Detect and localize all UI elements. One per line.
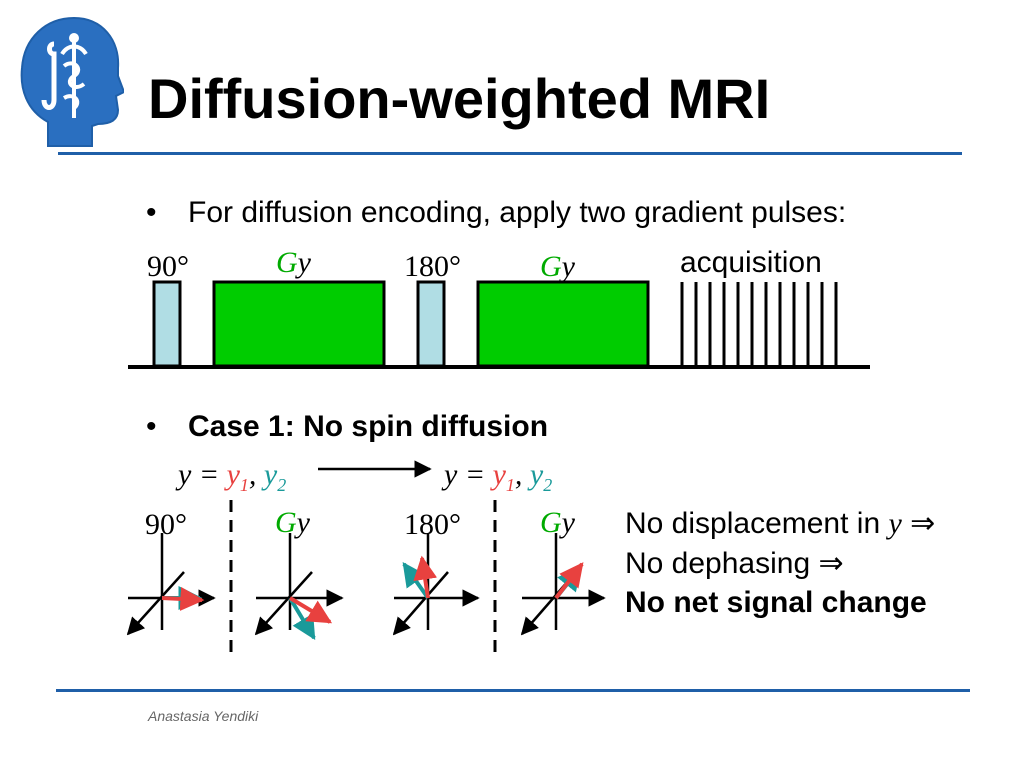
phase-equation-before: y = y1, y2: [178, 458, 287, 495]
spin-diagram-4: [520, 533, 606, 636]
g-symbol: G: [276, 246, 298, 279]
acquisition-lines: [680, 282, 838, 366]
g-symbol: G: [540, 250, 562, 283]
conclusion-line-1: No displacement in y ⇒: [625, 507, 936, 540]
pulse-sequence-diagram: [128, 280, 870, 369]
gradient-gy-label: Gy: [540, 250, 575, 284]
gradient-pulse-2: [476, 280, 650, 368]
bullet-text: Case 1: No spin diffusion: [188, 410, 549, 443]
conclusion-line-2: No dephasing ⇒: [625, 547, 844, 580]
step-gy-label: Gy: [540, 506, 575, 539]
acquisition-label: acquisition: [680, 246, 822, 279]
slicer-logo-icon: [20, 16, 124, 147]
gradient-gy-label: Gy: [276, 246, 311, 280]
y-symbol: y: [297, 246, 311, 279]
step-90-label: 90°: [145, 508, 187, 541]
step-180-label: 180°: [404, 508, 461, 541]
gradient-pulse-1: [212, 280, 386, 368]
spin-diagram-1: [126, 533, 216, 636]
spin-diagram-2: [254, 533, 344, 641]
rf-90-label: 90°: [147, 250, 189, 283]
footer-rule: [56, 689, 970, 692]
spin-diagram-3: [392, 533, 480, 636]
title-rule: [58, 152, 962, 155]
bullet-text: For diffusion encoding, apply two gradie…: [188, 196, 847, 229]
bullet-item: • Case 1: No spin diffusion: [146, 410, 548, 444]
bullet-item: • For diffusion encoding, apply two gradi…: [146, 196, 846, 230]
step-gy-label: Gy: [275, 506, 310, 539]
slide-title: Diffusion-weighted MRI: [148, 67, 771, 130]
bullet-dot-icon: •: [146, 196, 157, 229]
bullet-dot-icon: •: [146, 410, 157, 443]
implies-icon: ⇒: [818, 547, 844, 580]
rf-180-pulse: [416, 280, 446, 368]
implies-icon: ⇒: [910, 507, 936, 540]
phase-equation-after: y = y1, y2: [444, 458, 553, 495]
spin-vector-diagrams: [126, 460, 606, 656]
author-footer: Anastasia Yendiki: [148, 708, 259, 724]
conclusion-line-3: No net signal change: [625, 586, 927, 619]
y-symbol: y: [561, 250, 575, 283]
rf-90-pulse: [152, 280, 182, 368]
rf-180-label: 180°: [404, 250, 461, 283]
